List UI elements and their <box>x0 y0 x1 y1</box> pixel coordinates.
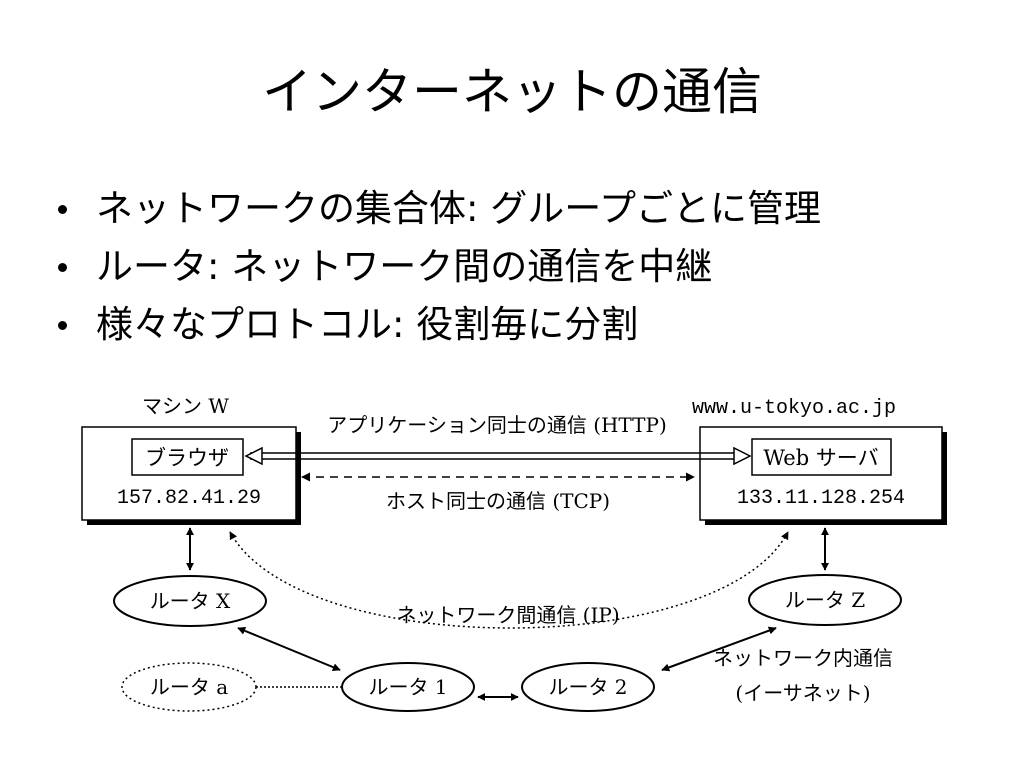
bullet-text: ルータ: ネットワーク間の通信を中継 <box>96 245 713 288</box>
web-server-host: Web サーバ 133.11.128.254 <box>699 426 947 525</box>
bullet-text: ネットワークの集合体: グループごとに管理 <box>96 187 822 230</box>
router-1-label: ルータ 1 <box>368 675 447 699</box>
router-2-to-z-link <box>661 626 777 672</box>
router-1: ルータ 1 <box>341 662 475 712</box>
router-x-label: ルータ X <box>150 589 231 613</box>
server-ip: 133.11.128.254 <box>737 487 905 510</box>
bullet-item: 様々なプロトコル: 役割毎に分割 <box>52 296 821 354</box>
bullet-item: ルータ: ネットワーク間の通信を中継 <box>52 238 821 296</box>
web-server-box <box>751 438 892 476</box>
bullet-text: 様々なプロトコル: 役割毎に分割 <box>96 303 639 346</box>
arrow-right-icon <box>733 446 752 466</box>
machine-w-ip: 157.82.41.29 <box>117 487 261 510</box>
http-link <box>244 446 752 466</box>
web-server-label: Web サーバ <box>763 446 878 470</box>
router-x-to-1-link <box>237 627 341 671</box>
router-z: ルータ Z <box>748 574 902 626</box>
bullet-dot <box>58 263 67 272</box>
browser-box <box>131 438 244 476</box>
arrow-left-icon <box>244 446 263 466</box>
router-z-label: ルータ Z <box>785 588 865 612</box>
server-caption: www.u-tokyo.ac.jp <box>692 397 896 420</box>
slide-title: インターネットの通信 <box>262 63 762 121</box>
router-a-label: ルータ a <box>150 675 228 699</box>
router-2-label: ルータ 2 <box>548 675 627 699</box>
ip-label: ネットワーク間通信 (IP) <box>396 603 619 627</box>
browser-label: ブラウザ <box>145 446 229 470</box>
lan-label-line2: (イーサネット) <box>735 681 870 705</box>
router-x: ルータ X <box>113 575 267 627</box>
router-a: ルータ a <box>121 662 257 712</box>
bullet-item: ネットワークの集合体: グループごとに管理 <box>52 180 821 238</box>
bullet-dot <box>58 205 67 214</box>
machine-w-host: ブラウザ 157.82.41.29 <box>81 426 301 525</box>
tcp-label: ホスト同士の通信 (TCP) <box>386 489 610 513</box>
http-label: アプリケーション同士の通信 (HTTP) <box>327 413 667 437</box>
lan-label-line1: ネットワーク内通信 <box>713 646 893 670</box>
machine-w-caption: マシン W <box>142 394 229 418</box>
bullet-list: ネットワークの集合体: グループごとに管理 ルータ: ネットワーク間の通信を中継… <box>52 180 821 354</box>
router-2: ルータ 2 <box>521 662 655 712</box>
ip-link <box>229 531 789 629</box>
bullet-dot <box>58 321 67 330</box>
